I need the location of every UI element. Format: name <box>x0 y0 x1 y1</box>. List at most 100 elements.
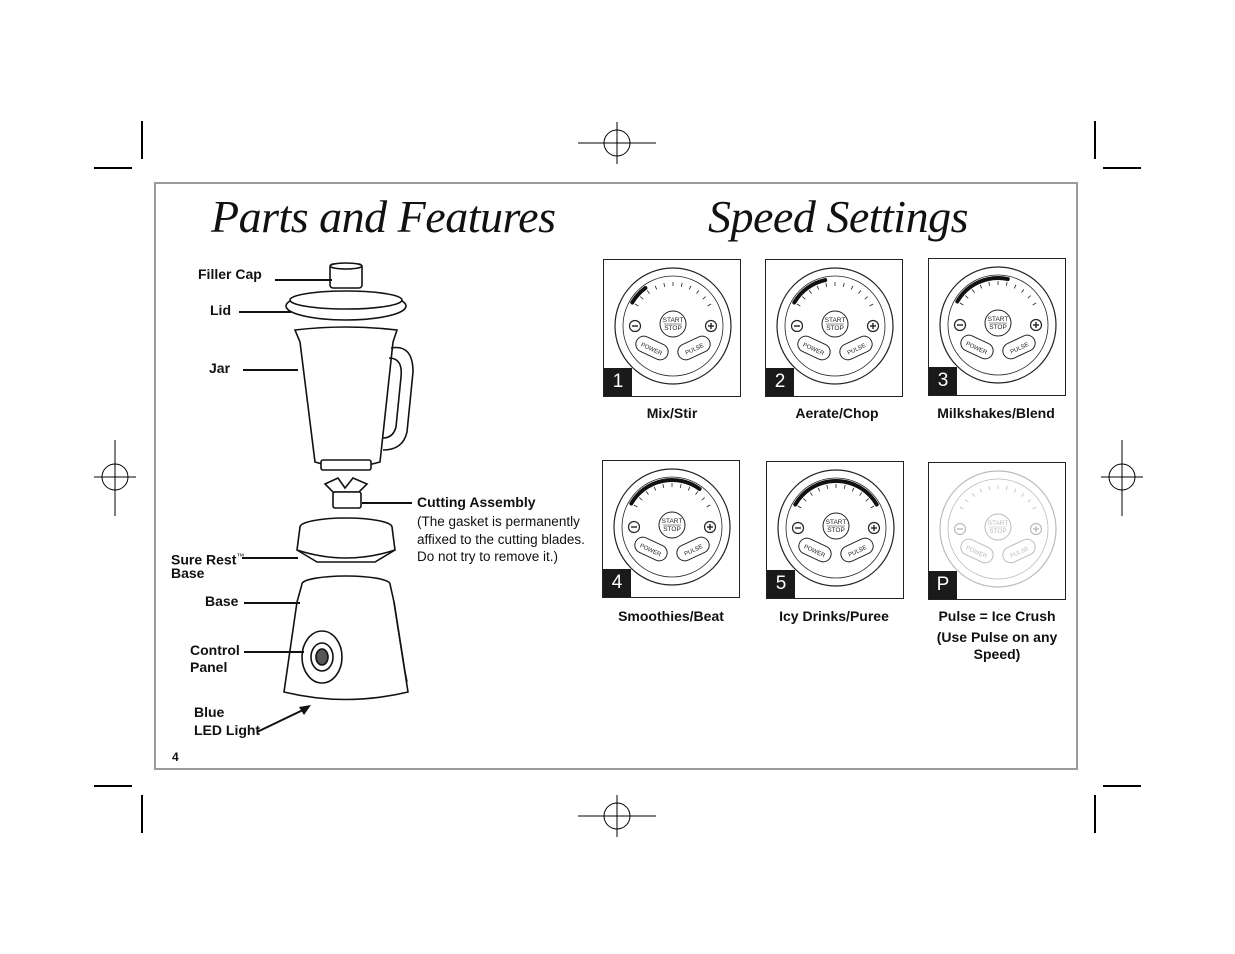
power-text: POWER <box>802 342 826 357</box>
speed-badge: 5 <box>767 570 795 598</box>
dial-tick <box>646 290 650 294</box>
start-stop-button <box>658 511 686 539</box>
led-light-label-2: LED Light <box>194 722 261 738</box>
dial-tick <box>971 493 975 497</box>
crop-mark <box>94 167 132 169</box>
power-text: POWER <box>639 543 663 558</box>
dial-tick <box>1013 488 1017 493</box>
speed-level-arc <box>793 479 879 507</box>
dial-tick <box>1005 281 1008 286</box>
dial-tick <box>825 282 828 287</box>
pulse-button <box>839 335 873 361</box>
dial-tick <box>965 295 969 299</box>
dial-tick <box>706 504 711 508</box>
power-text: POWER <box>965 341 989 356</box>
led-arrow <box>256 705 311 733</box>
speed-badge: 3 <box>929 367 957 395</box>
speed-caption-5: Icy Drinks/Puree <box>779 608 889 624</box>
cutting-note-line: affixed to the cutting blades. <box>417 532 585 547</box>
dial-tick <box>959 302 964 306</box>
blender-illustration <box>283 262 414 701</box>
speed-caption-1: Mix/Stir <box>646 405 698 421</box>
minus-icon <box>627 520 641 534</box>
start-stop-button <box>659 310 687 338</box>
crop-mark <box>94 785 132 787</box>
dial-inner-ring <box>784 275 886 377</box>
dial-tick <box>858 290 862 294</box>
dial-tick <box>842 282 845 287</box>
control-panel-label-2: Panel <box>190 659 228 675</box>
dial-tick <box>864 296 868 300</box>
start-text: START <box>825 317 846 324</box>
dial-tick <box>803 498 807 502</box>
parts-title: Parts and Features <box>211 191 556 242</box>
crop-mark <box>1094 121 1096 159</box>
pulse-button <box>1002 334 1036 360</box>
start-text: START <box>826 519 847 526</box>
start-stop-button <box>822 512 850 540</box>
dial-tick <box>645 491 649 495</box>
speed-caption-3: Milkshakes/Blend <box>937 405 1055 421</box>
dial-tick <box>696 290 700 294</box>
dial-tick <box>707 303 712 307</box>
dial-tick <box>687 486 691 491</box>
sure-rest-text: Sure Rest <box>171 551 237 568</box>
registration-mark-right <box>1101 440 1143 516</box>
leader-line <box>243 369 298 371</box>
dial-tick <box>965 499 969 503</box>
dial-tick <box>865 498 869 502</box>
speed-title: Speed Settings <box>708 191 969 242</box>
dial-tick <box>662 483 665 488</box>
page-frame <box>154 182 1078 770</box>
page-number: 4 <box>172 750 179 764</box>
start-text: START <box>988 520 1009 527</box>
pulse-text: PULSE <box>684 544 704 558</box>
dial-tick <box>1021 493 1025 497</box>
dial-tick <box>679 483 682 488</box>
cutting-note-line: (The gasket is permanently <box>417 514 580 529</box>
dial-tick <box>959 506 964 510</box>
pulse-text: PULSE <box>1010 342 1030 356</box>
jar-label: Jar <box>209 360 231 376</box>
dial-tick <box>688 285 692 290</box>
filler-cap-label: Filler Cap <box>198 266 262 282</box>
start-stop-button <box>984 309 1012 337</box>
dial-tick <box>1021 289 1025 293</box>
power-text: POWER <box>640 342 664 357</box>
crop-mark <box>141 121 143 159</box>
power-button <box>798 537 832 563</box>
registration-mark-left <box>94 440 136 516</box>
dial-tick <box>816 285 820 290</box>
start-text: START <box>662 518 683 525</box>
pulse-text: PULSE <box>685 343 705 357</box>
crop-mark <box>1103 167 1141 169</box>
dial-tick <box>988 485 991 490</box>
stop-text: STOP <box>663 526 681 533</box>
speed-caption-pulse: Pulse = Ice Crush <box>938 608 1056 624</box>
start-text: START <box>988 316 1009 323</box>
registration-mark-top <box>578 122 656 164</box>
dial-outer-ring <box>776 267 894 385</box>
minus-icon <box>628 319 642 333</box>
plus-icon <box>703 520 717 534</box>
dial-tick <box>843 484 846 489</box>
pulse-note-2: Speed) <box>973 646 1021 662</box>
trademark-symbol: ™ <box>236 552 245 561</box>
dial-outer-ring <box>939 266 1057 384</box>
dial-tick <box>797 505 802 509</box>
sure-rest-label: Sure Rest™ <box>171 548 244 569</box>
pulse-button <box>677 335 711 361</box>
pulse-button <box>840 537 874 563</box>
dial-inner-ring <box>947 274 1049 376</box>
dial-tick <box>971 289 975 293</box>
plus-icon <box>866 319 880 333</box>
plus-icon <box>1029 318 1043 332</box>
stop-text: STOP <box>989 528 1007 535</box>
plus-icon <box>704 319 718 333</box>
power-button <box>635 335 669 361</box>
dial-outer-ring <box>777 469 895 587</box>
